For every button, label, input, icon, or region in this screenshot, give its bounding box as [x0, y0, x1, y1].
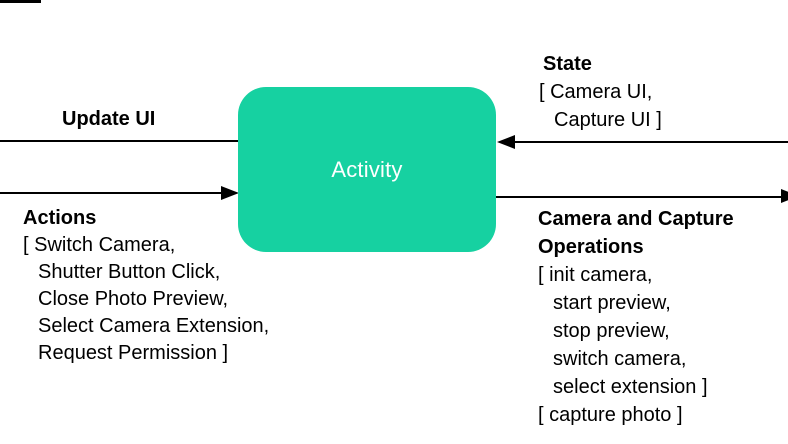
actions-line: Request Permission ]: [38, 342, 229, 364]
state-line: Capture UI ]: [554, 109, 662, 131]
actions-line: Select Camera Extension,: [38, 315, 270, 337]
update-ui-arrow-line: [0, 140, 238, 142]
actions-line: Close Photo Preview,: [38, 288, 229, 310]
camera-ops-arrow-line: [496, 196, 788, 198]
state-heading: State: [543, 53, 592, 75]
camera-ops-text-block: Camera and Capture Operations [ init cam…: [538, 205, 734, 429]
actions-arrowhead-icon: [221, 186, 239, 200]
camera-ops-line: select extension ]: [553, 376, 708, 398]
actions-line: [ Switch Camera,: [23, 234, 176, 256]
state-line: [ Camera UI,: [539, 81, 653, 103]
top-left-crop-mark: [0, 0, 41, 3]
state-arrowhead-icon: [497, 135, 515, 149]
camera-ops-line: start preview,: [553, 292, 671, 314]
camera-ops-line: [ capture photo ]: [538, 404, 683, 426]
camera-ops-line: stop preview,: [553, 320, 670, 342]
activity-node: Activity: [238, 87, 496, 252]
update-ui-label: Update UI: [62, 108, 156, 130]
camera-ops-line: switch camera,: [553, 348, 687, 370]
actions-arrow-line: [0, 192, 224, 194]
camera-ops-heading: Operations: [538, 236, 644, 258]
actions-text-block: Actions [ Switch Camera, Shutter Button …: [23, 205, 269, 367]
camera-ops-heading: Camera and Capture: [538, 208, 734, 230]
state-text-block: State [ Camera UI, Capture UI ]: [539, 50, 662, 134]
camera-ops-arrowhead-icon: [781, 189, 788, 203]
activity-node-label: Activity: [331, 156, 403, 182]
camera-ops-line: [ init camera,: [538, 264, 653, 286]
actions-heading: Actions: [23, 207, 97, 229]
actions-line: Shutter Button Click,: [38, 261, 221, 283]
state-arrow-line: [513, 141, 788, 143]
